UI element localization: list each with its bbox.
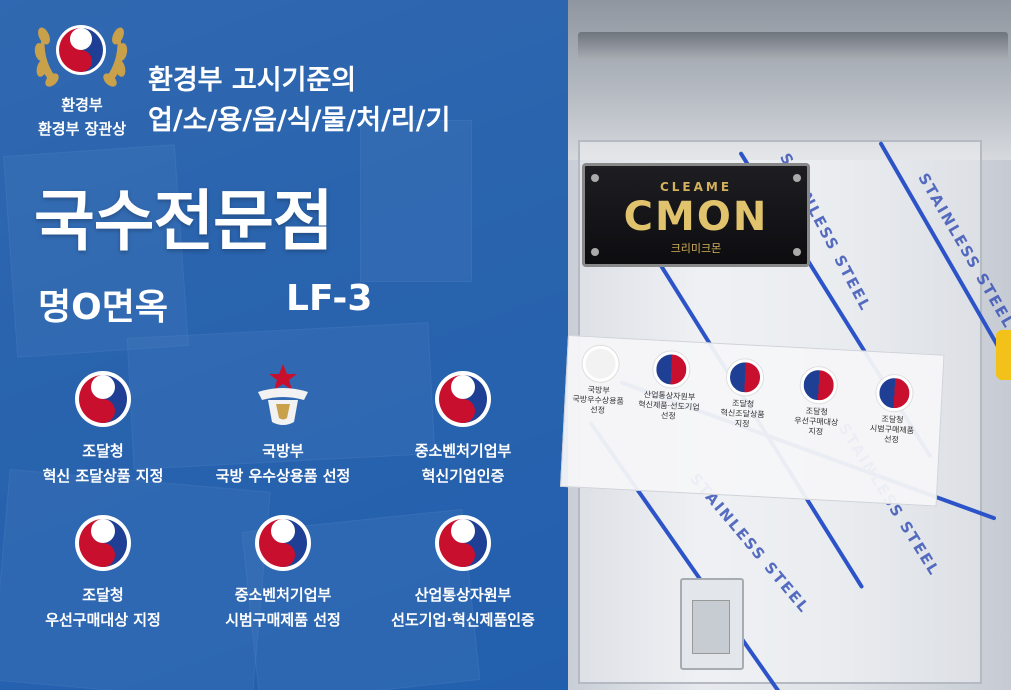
screw-icon <box>591 248 599 256</box>
taegeuk-emblem-icon <box>255 515 311 571</box>
headline: 국수전문점 <box>34 183 334 260</box>
taegeuk-emblem-icon <box>874 374 913 413</box>
brand-logo-text: CMON <box>623 194 769 240</box>
yellow-latch <box>996 330 1011 380</box>
brand-plate: CLEAME CMON 크리미크몬 <box>582 163 810 267</box>
certification-item: 중소벤처기업부 혁신기업인증 <box>368 370 558 486</box>
screw-icon <box>591 174 599 182</box>
certification-desc: 혁신기업인증 <box>421 467 505 485</box>
machine-rail <box>578 32 1008 60</box>
defense-emblem-icon <box>581 344 619 383</box>
certification-org: 조달청 <box>82 586 124 604</box>
certification-item: 산업통상자원부 선도기업·혁신제품인증 <box>368 514 558 630</box>
certification-org: 중소벤처기업부 <box>234 586 332 604</box>
certification-desc: 시범구매제품 선정 <box>225 611 341 629</box>
certification-desc: 선도기업·혁신제품인증 <box>391 611 535 629</box>
award-badge: 환경부 환경부 장관상 <box>22 10 142 148</box>
notice-line-1: 환경부 고시기준의 <box>148 65 357 96</box>
certification-item: 조달청 혁신 조달상품 지정 <box>8 370 198 486</box>
defense-emblem-icon <box>258 364 308 425</box>
taegeuk-emblem-icon <box>799 366 838 405</box>
taegeuk-emblem-icon <box>435 515 491 571</box>
blue-overlay <box>0 0 568 690</box>
screw-icon <box>793 248 801 256</box>
award-title-text: 환경부 장관상 <box>37 120 127 138</box>
certification-org: 국방부 <box>262 442 304 460</box>
product-name: 명O면옥 <box>38 287 168 328</box>
machine-handle-slot <box>680 578 744 670</box>
certification-desc: 우선구매대상 지정 <box>45 611 161 629</box>
taegeuk-emblem-icon <box>56 25 106 75</box>
certification-sticker: 국방부 국방우수상용품 선정 산업통상자원부 혁신제품·선도기업 선정 조달청 … <box>560 335 945 507</box>
taegeuk-emblem-icon <box>651 350 690 389</box>
certification-item: 국방부 국방 우수상용품 선정 <box>188 362 378 486</box>
taegeuk-emblem-icon <box>725 358 764 397</box>
product-model: LF-3 <box>286 278 373 319</box>
screw-icon <box>793 174 801 182</box>
certification-org: 산업통상자원부 <box>414 586 512 604</box>
sticker-item: 조달청 혁신조달상품 지정 <box>704 357 783 431</box>
certification-org: 조달청 <box>82 442 124 460</box>
certification-org: 중소벤처기업부 <box>414 442 512 460</box>
certification-item: 중소벤처기업부 시범구매제품 선정 <box>188 514 378 630</box>
taegeuk-emblem-icon <box>75 371 131 427</box>
brand-korean-text: 크리미크몬 <box>670 242 722 255</box>
award-org-text: 환경부 <box>61 96 103 114</box>
taegeuk-emblem-icon <box>75 515 131 571</box>
sticker-item: 조달청 우선구매대상 지정 <box>778 365 857 439</box>
sticker-item: 산업통상자원부 혁신제품·선도기업 선정 <box>631 349 710 423</box>
laurel-wreath-icon <box>34 27 128 87</box>
certification-item: 조달청 우선구매대상 지정 <box>8 514 198 630</box>
taegeuk-emblem-icon <box>435 371 491 427</box>
certification-desc: 혁신 조달상품 지정 <box>42 467 164 485</box>
sticker-item: 조달청 시범구매제품 선정 <box>854 373 933 447</box>
brand-small-text: CLEAME <box>659 180 733 194</box>
machine-handle <box>692 600 730 654</box>
certification-desc: 국방 우수상용품 선정 <box>215 467 351 485</box>
sticker-item: 국방부 국방우수상용품 선정 <box>560 344 639 418</box>
machine-top-frame <box>568 0 1011 160</box>
notice-line-2: 업/소/용/음/식/물/처/리/기 <box>148 105 451 136</box>
